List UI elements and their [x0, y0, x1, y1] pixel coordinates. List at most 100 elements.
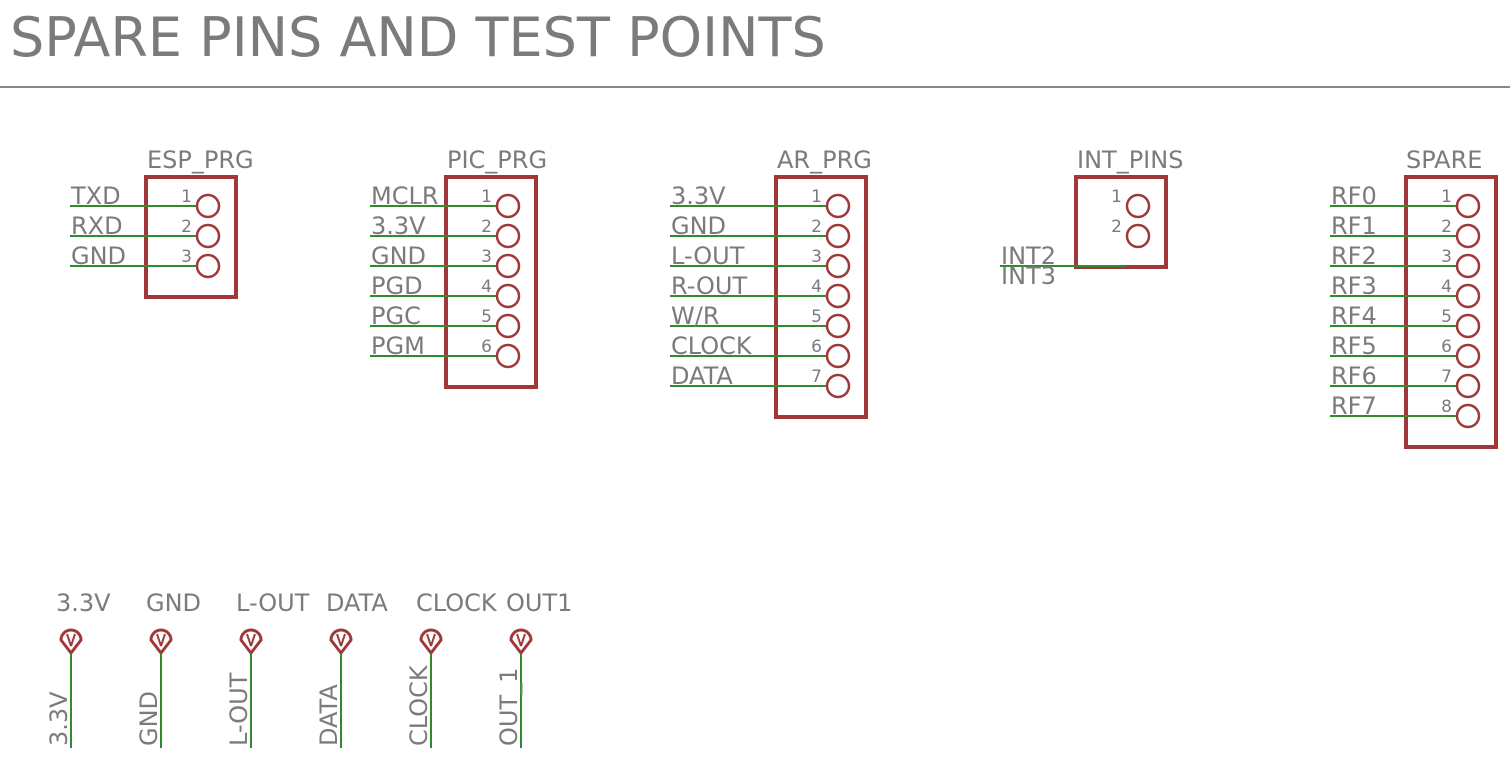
net-label: 3.3V [45, 691, 73, 746]
pin-1: 13.3V [670, 182, 851, 219]
pin-contact [1455, 373, 1481, 399]
test-point-label: L-OUT [236, 589, 310, 617]
pin-contact [495, 253, 521, 279]
pin-number: 7 [1441, 367, 1452, 387]
pin-number: 5 [811, 307, 822, 327]
pin-contact [195, 223, 221, 249]
connector-body [444, 175, 538, 389]
pin-contact [1455, 193, 1481, 219]
test-point-mark [246, 633, 252, 647]
pin-number: 1 [811, 187, 822, 207]
signal-label: TXD [70, 182, 121, 210]
pin-3: 3 L-OUT [670, 242, 851, 279]
test-point-gnd: GND GND [135, 589, 201, 748]
connector-name: AR_PRG [777, 146, 872, 174]
pin-contact [1455, 283, 1481, 309]
signal-label: RF1 [1331, 212, 1377, 240]
net-label: GND [135, 691, 163, 746]
signal-label: L-OUT [671, 242, 745, 270]
test-point-mark [336, 633, 342, 647]
pin-contact [495, 223, 521, 249]
pin-number: 7 [811, 367, 822, 387]
test-points-layer: 3.3V3.3VGNDGNDL-OUTL-OUTDATADATACLOCKCLO… [45, 589, 572, 748]
net-label: L-OUT [225, 672, 253, 746]
signal-label: GND [371, 242, 426, 270]
test-point-3-3v: 3.3V3.3V [45, 589, 111, 748]
pin-number: 1 [1441, 187, 1452, 207]
pin-contact [825, 193, 851, 219]
pin-4: 4R-OUT [670, 272, 851, 309]
pin-contact [825, 343, 851, 369]
test-point-mark [520, 633, 526, 647]
signal-label: GND [671, 212, 726, 240]
signal-label: RXD [71, 212, 123, 240]
pin-number: 4 [811, 277, 822, 297]
connector-body [1404, 175, 1498, 449]
pin-number: 8 [1441, 397, 1452, 417]
pin-number: 3 [811, 247, 822, 267]
pin-number: 1 [1111, 187, 1122, 207]
pin-7: 7 RF6 [1330, 362, 1481, 399]
pin-contact [825, 223, 851, 249]
test-point-label: GND [146, 589, 201, 617]
pin-number: 6 [811, 337, 822, 357]
signal-label: 3.3V [371, 212, 426, 240]
test-point-symbol [329, 628, 353, 655]
pin-contact [495, 313, 521, 339]
signal-label: INT3 [1001, 262, 1056, 290]
test-point-mark [430, 633, 436, 647]
pin-number: 2 [1111, 217, 1122, 237]
pin-contact [825, 313, 851, 339]
pin-number: 5 [1441, 307, 1452, 327]
test-point-symbol [149, 628, 173, 655]
pin-contact [825, 373, 851, 399]
signal-label: PGD [371, 272, 423, 300]
pin-contact [195, 193, 221, 219]
connector-name: INT_PINS [1077, 146, 1183, 174]
net-label: DATA [315, 684, 343, 746]
test-point-mark [156, 633, 162, 647]
pin-contact [1125, 193, 1151, 219]
net-label: OUT_1 [495, 668, 523, 746]
pin-number: 6 [1441, 337, 1452, 357]
pin-contact [1455, 223, 1481, 249]
test-point-label: OUT1 [506, 589, 572, 617]
pin-contact [1455, 403, 1481, 429]
test-point-mark [70, 633, 76, 647]
signal-label: MCLR [371, 182, 439, 210]
signal-label: RF2 [1331, 242, 1377, 270]
pin-contact [1125, 223, 1151, 249]
pin-contact [495, 193, 521, 219]
signal-label: PGC [371, 302, 421, 330]
test-point-l-out: L-OUT L-OUT [225, 589, 310, 748]
pin-number: 3 [181, 247, 192, 267]
pin-number: 2 [1441, 217, 1452, 237]
connector-name: PIC_PRG [447, 146, 547, 174]
signal-label: PGM [371, 332, 425, 360]
signal-label: RF3 [1331, 272, 1377, 300]
signal-label: RF6 [1331, 362, 1377, 390]
connectors-layer: ESP_PRG1TXD2RXD3GNDPIC_PRG1MCLR23.3V3GND… [70, 146, 1498, 449]
signal-label: W/R [671, 302, 720, 330]
connector-name: ESP_PRG [147, 146, 254, 174]
test-point-mark [160, 633, 166, 647]
pin-contact [495, 283, 521, 309]
